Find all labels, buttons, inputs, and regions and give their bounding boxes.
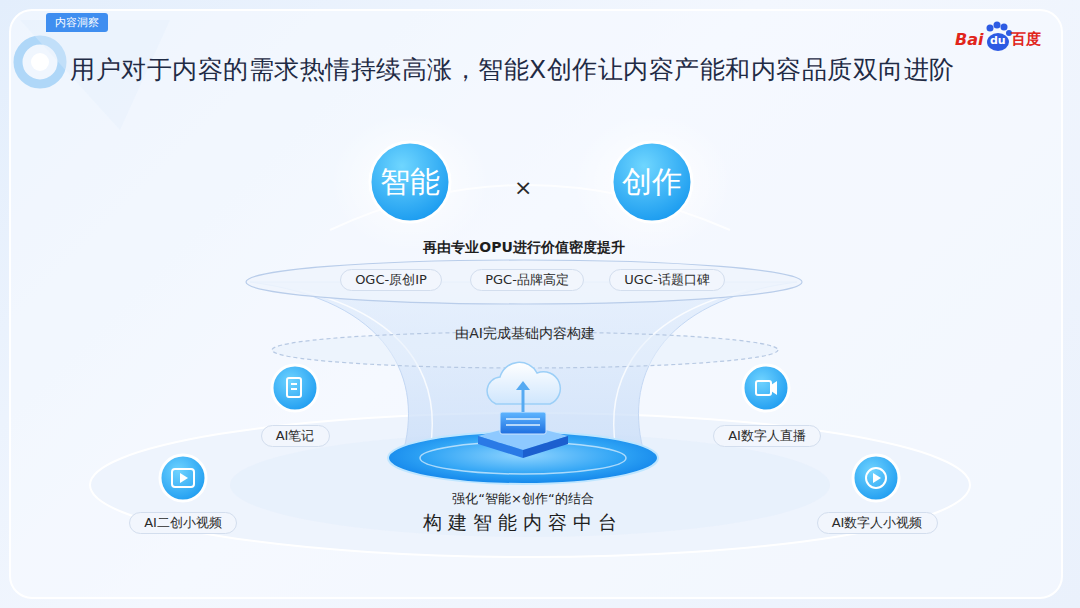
node-text: UGC-话题口碑: [624, 271, 709, 289]
tag-pill: PGC-品牌高定: [470, 269, 584, 291]
tag-pill: UGC-话题口碑: [609, 269, 725, 291]
node-text: 智能: [380, 162, 440, 203]
section-tag: 内容洞察: [46, 13, 108, 32]
tag-pill: OGC-原创IP: [340, 269, 442, 291]
multiply-sign: ×: [514, 175, 532, 200]
platform-disk: 强化“智能×创作“的结合构建智能内容中台: [380, 428, 666, 540]
concept-circle: 智能: [368, 140, 452, 224]
slide-title: 用户对于内容的需求热情持续高涨，智能X创作让内容产能和内容品质双向进阶: [70, 53, 955, 86]
node-text: 由AI完成基础内容构建: [270, 322, 780, 343]
concept-circle: 创作: [610, 140, 694, 224]
node-text: PGC-品牌高定: [485, 271, 569, 289]
ai-layer-ellipse: 由AI完成基础内容构建: [270, 322, 780, 370]
node-text: AI二创小视频: [144, 514, 222, 532]
tag-pill: AI笔记: [261, 425, 330, 447]
node-subtext: 构建智能内容中台: [380, 510, 666, 536]
logo-text: 百度: [1011, 30, 1041, 49]
node-text: 创作: [622, 162, 682, 203]
node-text: AI数字人直播: [728, 427, 806, 445]
logo-text: Bai: [955, 30, 983, 49]
node-text: 再由专业OPU进行价值密度提升: [244, 238, 804, 257]
tag-pill: AI数字人直播: [713, 425, 821, 447]
logo-paw-text: du: [990, 34, 1006, 47]
node-text: AI笔记: [276, 427, 315, 445]
disk-ellipse: [380, 428, 666, 488]
opu-band: 再由专业OPU进行价值密度提升 OGC-原创IP PGC-品牌高定 UGC-话题口碑: [244, 238, 804, 306]
node-text: 强化“智能×创作“的结合: [380, 490, 666, 508]
node-text: AI数字人小视频: [832, 514, 923, 532]
tag-pill: AI二创小视频: [129, 512, 237, 534]
node-text: OGC-原创IP: [355, 271, 427, 289]
tag-pill: AI数字人小视频: [817, 512, 938, 534]
